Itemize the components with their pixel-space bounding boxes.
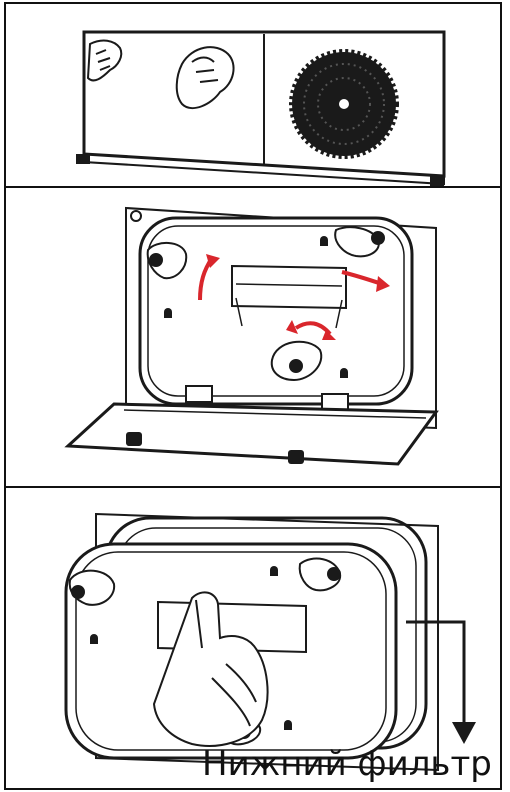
step-1-panel (4, 2, 502, 188)
step-1-illustration (6, 4, 504, 190)
step-2-illustration (6, 188, 504, 490)
step-2-panel (4, 186, 502, 488)
foot-left-icon (76, 154, 90, 164)
filter-mesh-icon (292, 52, 396, 156)
down-arrow-icon (452, 722, 476, 744)
bottom-filter-caption: Нижний фильтр (202, 744, 492, 784)
foot-right-icon (430, 176, 444, 186)
